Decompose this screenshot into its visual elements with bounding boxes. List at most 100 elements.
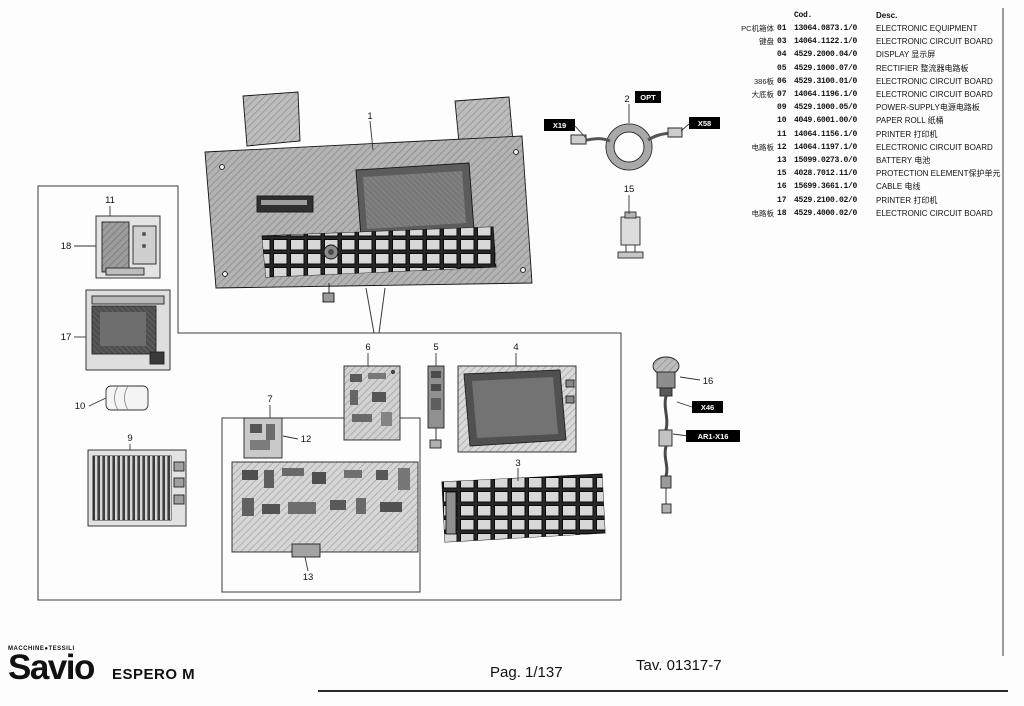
connector-labels: X19 OPT X58 X46 AR1-X16	[544, 91, 740, 442]
callout-17: 17	[61, 332, 72, 343]
part-code: 13064.0873.1/0	[794, 24, 858, 34]
part-code: 14064.1196.1/0	[794, 90, 858, 100]
part-code: 4529.4000.02/0	[794, 208, 858, 218]
cable-16-part	[652, 356, 680, 514]
part-number: 04	[777, 50, 787, 60]
label-opt: OPT	[635, 91, 661, 103]
callout-18: 18	[61, 241, 72, 252]
part-number: 11	[777, 129, 787, 139]
part-side-label: 大底板	[751, 90, 775, 100]
power-supply-part	[87, 449, 187, 527]
part-number: 09	[777, 103, 787, 113]
printer-11-part	[95, 215, 161, 279]
part-side-label: 电路板	[751, 142, 775, 152]
part-number: 10	[777, 116, 787, 126]
callout-1: 1	[367, 111, 372, 122]
part-description: ELECTRONIC CIRCUIT BOARD	[876, 37, 993, 47]
part-number: 18	[777, 208, 787, 218]
callout-5: 5	[433, 342, 438, 353]
part-description: ELECTRONIC CIRCUIT BOARD	[876, 142, 993, 152]
savio-logo-tagline: MACCHINE●TESSILI	[8, 646, 75, 652]
label-x46-text: X46	[701, 403, 714, 412]
part-number: 05	[777, 63, 787, 73]
label-x58: X58	[689, 117, 720, 129]
part-code: 4529.1000.05/0	[794, 103, 858, 113]
part-code: 14064.1156.1/0	[794, 129, 858, 139]
callout-leader-lines	[74, 104, 701, 572]
part-description: PAPER ROLL 纸桶	[876, 116, 944, 126]
label-opt-text: OPT	[640, 93, 656, 102]
part-side-label: 电路板	[751, 208, 775, 218]
callout-9: 9	[127, 433, 132, 444]
table-reference: Tav. 01317-7	[636, 657, 722, 674]
callout-16: 16	[703, 376, 714, 387]
label-x46: X46	[692, 401, 723, 413]
label-ar1-x16: AR1-X16	[686, 430, 740, 442]
label-ar1-x16-text: AR1-X16	[698, 432, 729, 441]
callout-7: 7	[267, 394, 272, 405]
callout-numbers: 1 2 3 4 5 6 7 9 10 11 12 13 15 16 17 18	[61, 94, 714, 583]
part-number: 07	[777, 90, 787, 100]
callout-2: 2	[624, 94, 629, 105]
part-code: 14064.1122.1/0	[794, 37, 858, 47]
paper-roll-part	[105, 385, 149, 411]
part-number: 17	[777, 195, 787, 205]
callout-11: 11	[105, 195, 115, 206]
part-side-label: 键盘	[759, 37, 774, 47]
part-code: 4028.7012.11/0	[794, 169, 858, 179]
parts-table-row: 15 4028.7012.11/0 PROTECTION ELEMENT保护单元	[734, 167, 1006, 180]
part-number: 13	[777, 155, 787, 165]
keyboard-3-part	[441, 473, 606, 543]
part-number: 15	[777, 169, 787, 179]
page-number: Pag. 1/137	[490, 664, 563, 681]
part-description: BATTERY 电池	[876, 155, 931, 165]
savio-logo-name: Savio	[8, 648, 95, 687]
callout-10: 10	[75, 401, 86, 412]
part-code: 14064.1197.1/0	[794, 142, 858, 152]
part-code: 4529.3100.01/0	[794, 76, 858, 86]
label-x19-text: X19	[553, 121, 566, 130]
parts-table-row: 13 15099.0273.0/0 BATTERY 电池	[734, 154, 1006, 167]
part-side-label: PC机箱体	[741, 24, 774, 34]
circuit-board-6-part	[343, 365, 401, 441]
footer-rule	[318, 690, 1008, 692]
part-description: PROTECTION ELEMENT保护单元	[876, 169, 1001, 179]
part-description: ELECTRONIC CIRCUIT BOARD	[876, 90, 993, 100]
part-description: PRINTER 打印机	[876, 195, 938, 205]
protection-element-part	[617, 211, 644, 259]
part-description: DISPLAY 显示屏	[876, 50, 936, 60]
label-x19: X19	[544, 119, 575, 131]
control-panel-part	[204, 91, 533, 303]
part-side-label: 386板	[753, 76, 774, 86]
callout-12: 12	[301, 434, 312, 445]
part-code: 15099.0273.0/0	[794, 155, 858, 165]
circuit-board-5-part	[427, 365, 445, 449]
part-code: 4529.1000.07/0	[794, 63, 858, 73]
part-description: ELECTRONIC EQUIPMENT	[876, 24, 978, 34]
part-code: 15699.3661.1/0	[794, 182, 858, 192]
part-number: 01	[777, 24, 787, 34]
cable-ring-part	[570, 123, 683, 171]
callout-13: 13	[303, 572, 314, 583]
part-description: CABLE 电线	[876, 182, 921, 192]
machine-model: ESPERO M	[112, 666, 196, 683]
part-number: 06	[777, 76, 787, 86]
part-description: PRINTER 打印机	[876, 129, 938, 139]
parts-table-row: 16 15699.3661.1/0 CABLE 电线	[734, 180, 1006, 193]
part-number: 03	[777, 37, 787, 47]
label-x58-text: X58	[698, 119, 711, 128]
part-number: 16	[777, 182, 787, 192]
